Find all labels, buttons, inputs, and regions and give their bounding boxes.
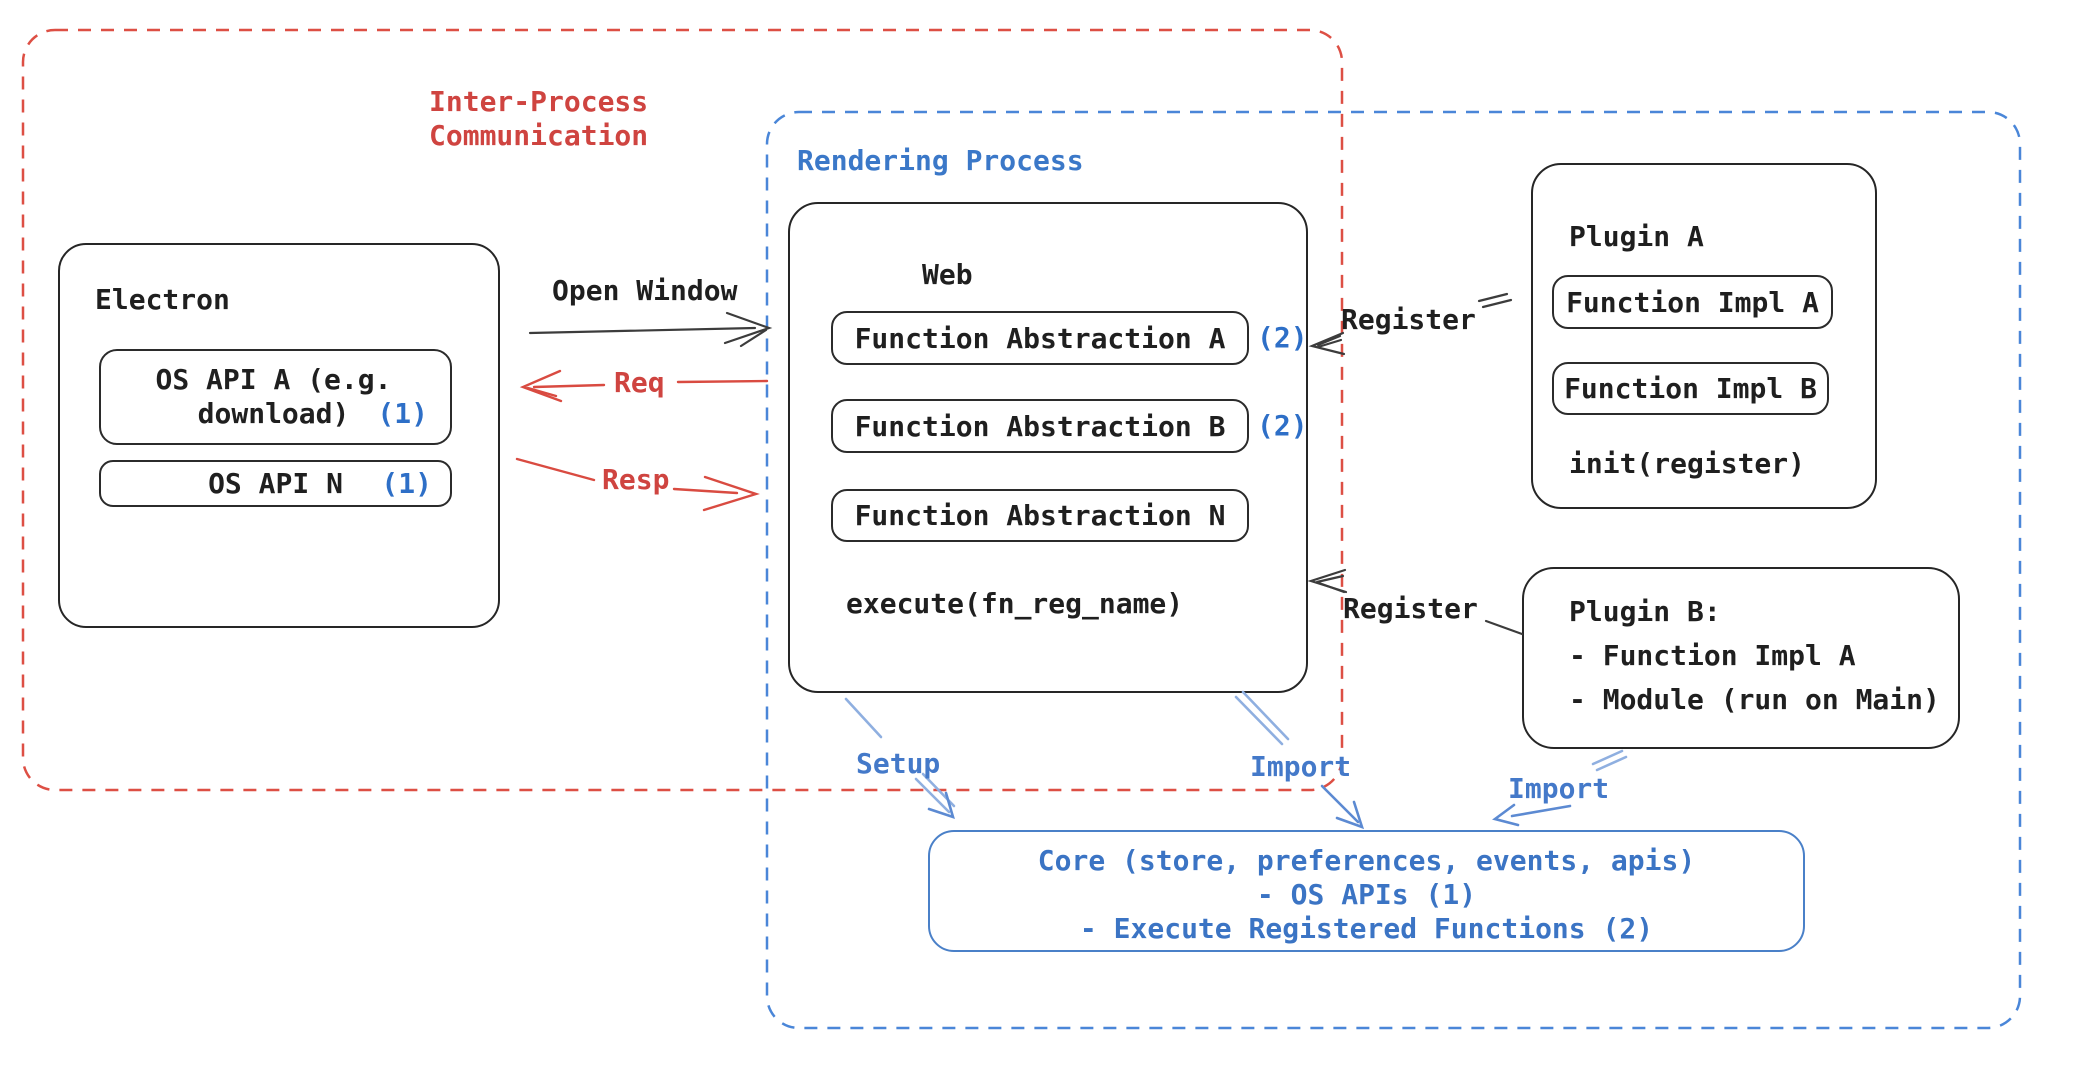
req-label: Req [614, 366, 665, 399]
resp-label: Resp [602, 463, 670, 496]
ipc-label-line2: Communication [429, 119, 649, 152]
register-plugin-b-label: Register [1343, 592, 1478, 625]
import-web-label: Import [1250, 750, 1352, 783]
ipc-label-line1: Inter-Process [429, 85, 649, 118]
open-window-label: Open Window [552, 274, 738, 307]
rendering-process-label: Rendering Process [797, 144, 1084, 177]
import-plugin-b-label: Import [1508, 772, 1610, 805]
ipc-label: Inter-Process Communication [429, 85, 648, 153]
register-web-label: Register [1341, 303, 1476, 336]
setup-label: Setup [856, 747, 941, 780]
